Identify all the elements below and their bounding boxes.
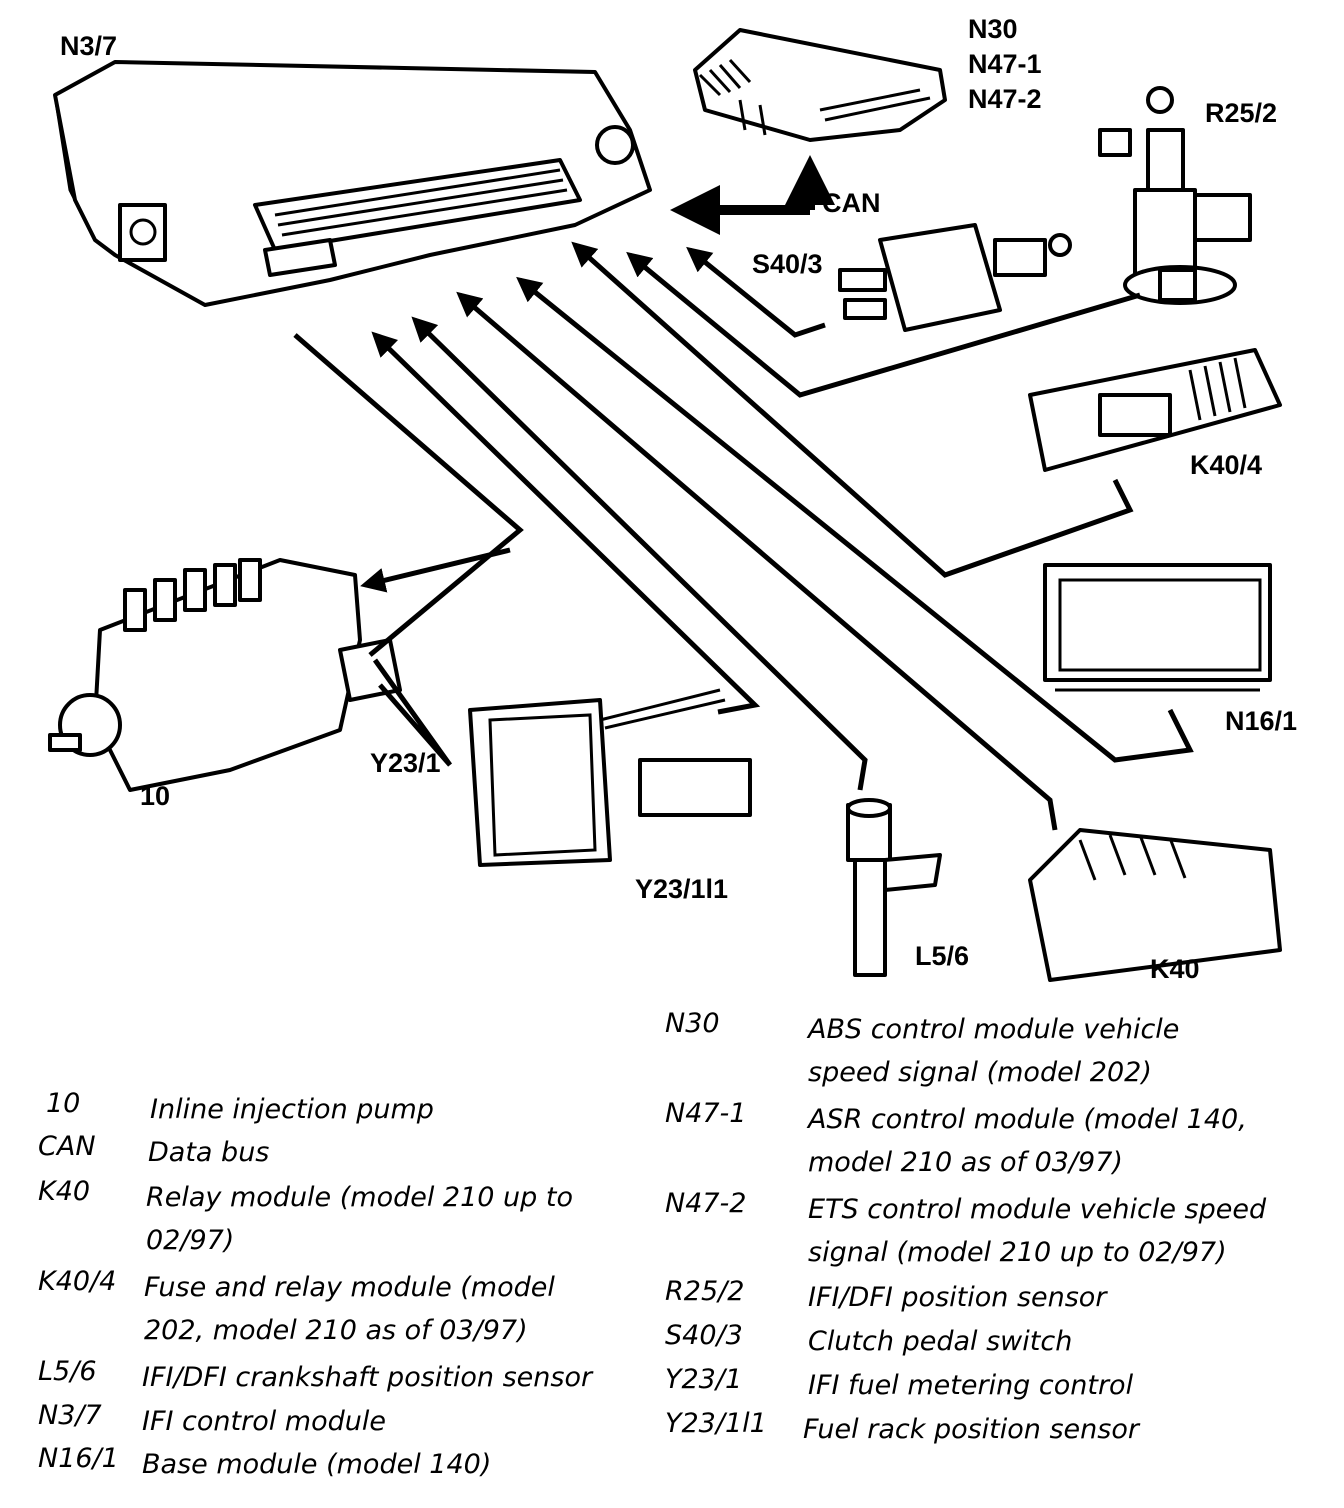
legend-desc: Clutch pedal switch <box>808 1326 1073 1357</box>
legend-code: N47-2 <box>665 1188 747 1219</box>
legend-code: N16/1 <box>38 1443 119 1474</box>
can-bus-connection <box>670 155 835 235</box>
legend-desc: IFI/DFI position sensor <box>808 1282 1107 1313</box>
signal-wires <box>293 241 1194 831</box>
legend-code: N3/7 <box>38 1400 102 1431</box>
label-n30: N30 <box>968 14 1018 44</box>
label-n47-2: N47-2 <box>968 84 1042 114</box>
legend-desc: ABS control module vehicle speed signal … <box>808 1014 1180 1088</box>
legend-desc: ASR control module (model 140, model 210… <box>808 1104 1247 1178</box>
legend-desc: IFI fuel metering control <box>808 1370 1134 1401</box>
legend-desc: Relay module (model 210 up to 02/97) <box>146 1182 573 1256</box>
label-n47-1: N47-1 <box>968 49 1042 79</box>
abs-asr-ets-module <box>693 28 947 142</box>
label-l5-6: L5/6 <box>915 941 969 971</box>
base-module-n16-1 <box>1043 563 1272 692</box>
label-k40-4: K40/4 <box>1190 450 1262 480</box>
ifi-control-module-n3-7 <box>53 60 652 307</box>
legend-left: 10 Inline injection pump CAN Data bus K4… <box>38 1088 638 1488</box>
label-pump-10: 10 <box>140 781 170 811</box>
legend-desc: Inline injection pump <box>150 1094 434 1125</box>
clutch-pedal-switch-s40-3 <box>838 223 1072 332</box>
legend-code: N30 <box>665 1008 720 1039</box>
legend-code: L5/6 <box>38 1356 97 1387</box>
crankshaft-position-sensor-l5-6 <box>846 798 942 977</box>
inline-injection-pump-10 <box>48 558 402 792</box>
legend-code: K40 <box>38 1176 91 1207</box>
label-k40: K40 <box>1150 954 1200 984</box>
legend-code: S40/3 <box>665 1320 743 1351</box>
legend-desc: Fuel rack position sensor <box>803 1414 1139 1445</box>
legend-code: N47-1 <box>665 1098 747 1129</box>
label-y23-1l1: Y23/1l1 <box>635 874 728 904</box>
legend-desc: Fuse and relay module (model 202, model … <box>144 1272 555 1346</box>
legend-desc: Data bus <box>148 1137 270 1168</box>
legend-code: CAN <box>38 1131 96 1162</box>
label-y23-1: Y23/1 <box>370 748 441 778</box>
legend-code: Y23/1 <box>665 1364 743 1395</box>
label-can: CAN <box>822 188 881 218</box>
position-sensor-r25-2 <box>1098 86 1252 305</box>
legend-desc: IFI control module <box>142 1406 386 1437</box>
fuel-rack-position-sensor-y23-1l1 <box>468 688 752 867</box>
fuse-relay-module-k40-4 <box>1028 348 1282 472</box>
legend-desc: ETS control module vehicle speed signal … <box>808 1194 1267 1268</box>
label-n16-1: N16/1 <box>1225 706 1297 736</box>
legend-code: Y23/1l1 <box>665 1408 767 1439</box>
legend-code: R25/2 <box>665 1276 745 1307</box>
legend-desc: IFI/DFI crankshaft position sensor <box>142 1362 593 1393</box>
relay-module-k40 <box>1028 828 1282 982</box>
label-n3-7: N3/7 <box>60 31 117 61</box>
legend-code: K40/4 <box>38 1266 117 1297</box>
label-s40-3: S40/3 <box>752 249 823 279</box>
legend-code: 10 <box>46 1088 81 1119</box>
legend-desc: Base module (model 140) <box>142 1449 492 1480</box>
label-r25-2: R25/2 <box>1205 98 1277 128</box>
legend-right: N30 ABS control module vehicle speed sig… <box>665 1008 1325 1448</box>
